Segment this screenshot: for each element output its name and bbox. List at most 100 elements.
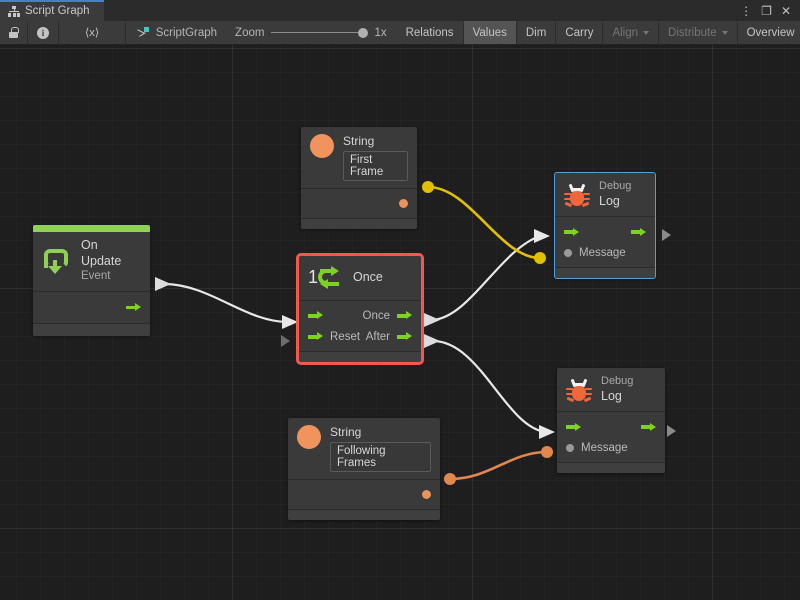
port-row: Once — [308, 305, 412, 326]
port-stub-debug-log-top-out[interactable] — [662, 229, 671, 241]
port-label: Once — [362, 309, 391, 322]
flow-arrow-icon — [566, 421, 581, 432]
toolbar-button-align[interactable]: Align — [603, 21, 660, 44]
port-row: Message — [564, 242, 646, 263]
output-port-once[interactable]: Once — [362, 309, 412, 322]
toolbar-button-label: Align — [612, 26, 639, 39]
script-graph-icon — [136, 27, 149, 38]
flow-arrow-icon — [631, 226, 646, 237]
node-footer — [557, 462, 665, 474]
port-row: Reset After — [308, 326, 412, 347]
value-port-dot — [399, 198, 408, 208]
zoom-slider-handle[interactable] — [358, 27, 369, 38]
node-port-area: Message — [555, 216, 655, 267]
node-once[interactable]: 1 Once Once — [296, 253, 424, 365]
toolbar-button-label: Dim — [525, 26, 547, 39]
maximize-icon[interactable]: ❐ — [761, 3, 772, 18]
connection-string-following-frames-to-message[interactable] — [444, 446, 553, 485]
node-string-following-frames[interactable]: String Following Frames — [288, 418, 440, 520]
node-footer — [33, 322, 150, 336]
node-string-first-frame[interactable]: String First Frame — [301, 127, 417, 229]
input-port-enter[interactable] — [566, 421, 581, 432]
string-value-field[interactable]: Following Frames — [330, 442, 431, 472]
event-node-accent-bar — [33, 225, 150, 232]
node-on-update[interactable]: On Update Event — [33, 225, 150, 336]
port-stub-debug-log-bottom-out[interactable] — [667, 425, 676, 437]
zoom-value: 1x — [374, 26, 387, 39]
toolbar-button-values[interactable]: Values — [463, 21, 517, 44]
bug-icon — [564, 183, 590, 207]
output-port-flow[interactable] — [126, 302, 141, 313]
node-subtitle: Log — [599, 193, 620, 208]
output-port-after[interactable]: After — [366, 331, 412, 343]
port-row — [297, 486, 431, 502]
node-title: String — [330, 425, 362, 439]
input-port-enter[interactable] — [308, 310, 323, 321]
tab-script-graph[interactable]: Script Graph — [0, 0, 104, 21]
zoom-control[interactable]: Zoom 1x — [229, 21, 397, 44]
chevron-down-icon — [643, 30, 650, 35]
output-port-exit[interactable] — [631, 226, 646, 237]
value-port-dot — [422, 489, 431, 499]
zoom-slider-rail — [271, 31, 368, 34]
kebab-menu-icon[interactable]: ⋮ — [740, 3, 753, 18]
connection-on-update-to-once[interactable] — [155, 277, 298, 329]
flow-arrow-icon — [397, 331, 412, 342]
tab-bar-filler — [103, 0, 737, 21]
node-debug-log-bottom[interactable]: Debug Log Message — [557, 368, 665, 474]
flow-arrow-icon — [564, 226, 579, 237]
string-value-field[interactable]: First Frame — [343, 151, 408, 181]
connection-string-first-frame-to-message[interactable] — [422, 181, 546, 264]
node-title: Debug — [599, 180, 632, 192]
code-icon: ⟨x⟩ — [85, 27, 99, 40]
node-footer — [288, 509, 440, 520]
zoom-label: Zoom — [235, 26, 265, 39]
breadcrumb[interactable]: ScriptGraph — [126, 21, 229, 44]
connection-once-to-debug-log-top[interactable] — [424, 229, 550, 327]
toolbar-button-label: Overview — [746, 26, 795, 39]
port-row — [566, 416, 656, 437]
window-tab-bar: Script Graph ⋮ ❐ ✕ — [0, 0, 800, 21]
node-footer — [301, 218, 417, 229]
toolbar-button-distribute[interactable]: Distribute — [659, 21, 738, 44]
node-title: Once — [353, 270, 383, 285]
info-button[interactable]: i — [28, 21, 59, 44]
node-header: Debug Log — [555, 173, 655, 216]
toolbar-button-overview[interactable]: Overview — [738, 21, 800, 44]
input-port-message[interactable]: Message — [566, 442, 628, 454]
node-header: 1 Once — [299, 256, 421, 300]
node-debug-log-top[interactable]: Debug Log Message — [554, 171, 656, 280]
node-header: Debug Log — [557, 368, 665, 411]
port-stub-once-reset-in[interactable] — [281, 335, 290, 347]
flow-arrow-icon — [397, 310, 412, 321]
toolbar-button-dim[interactable]: Dim — [517, 21, 557, 44]
toolbar-button-label: Distribute — [668, 26, 717, 39]
node-header: String Following Frames — [288, 418, 440, 479]
close-icon[interactable]: ✕ — [780, 3, 791, 18]
node-title: Debug — [601, 375, 634, 387]
connection-once-after-to-debug-log-bottom[interactable] — [424, 334, 555, 439]
zoom-slider[interactable] — [271, 27, 369, 39]
node-port-area — [301, 188, 417, 218]
info-icon: i — [37, 26, 49, 39]
chevron-down-icon — [721, 30, 728, 35]
lock-button[interactable] — [0, 21, 28, 44]
output-port-exit[interactable] — [641, 421, 656, 432]
code-view-button[interactable]: ⟨x⟩ — [59, 21, 126, 44]
node-header: On Update Event — [33, 232, 150, 291]
port-row — [564, 221, 646, 242]
port-label: Message — [579, 246, 626, 259]
toolbar-button-carry[interactable]: Carry — [556, 21, 604, 44]
input-port-message[interactable]: Message — [564, 247, 626, 259]
node-header: String First Frame — [301, 127, 417, 188]
output-port-string[interactable] — [399, 198, 408, 208]
graph-canvas[interactable]: On Update Event 1 — [0, 45, 800, 600]
bug-icon — [566, 378, 592, 402]
input-port-enter[interactable] — [564, 226, 579, 237]
string-icon — [310, 134, 334, 158]
output-port-string[interactable] — [422, 489, 431, 499]
input-port-reset[interactable]: Reset — [308, 331, 360, 343]
toolbar-button-relations[interactable]: Relations — [397, 21, 464, 44]
window-controls: ⋮ ❐ ✕ — [736, 0, 800, 21]
value-port-dot — [566, 443, 574, 452]
